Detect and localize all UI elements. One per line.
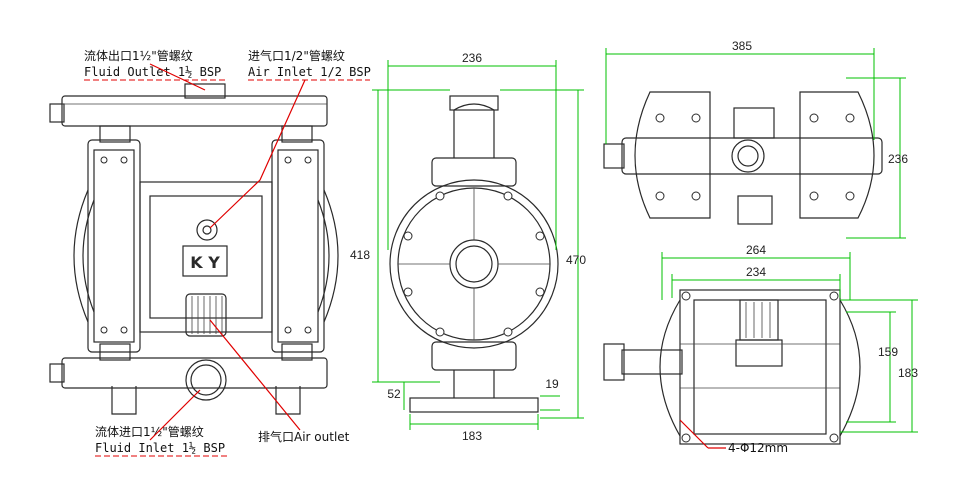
fluid-outlet-en-label: Fluid Outlet 1½ BSP <box>84 65 221 79</box>
dim-side-width: 236 <box>462 51 482 65</box>
dim-top-width: 236 <box>888 152 908 166</box>
dim-top-length: 385 <box>732 39 752 53</box>
callout-mounting-holes: 4-Φ12mm <box>679 419 788 455</box>
base-view-dimensions: 264 234 183 159 <box>661 243 918 433</box>
base-view <box>603 289 861 445</box>
fluid-inlet-cn-label: 流体进口1½"管螺纹 <box>95 424 204 439</box>
side-view <box>389 95 559 413</box>
air-inlet-cn-label: 进气口1/2"管螺纹 <box>248 48 345 63</box>
dim-base-hole-width: 159 <box>878 345 898 359</box>
callout-fluid-inlet: 流体进口1½"管螺纹 Fluid Inlet 1½ BSP <box>95 389 230 457</box>
callout-fluid-outlet: 流体出口1½"管螺纹 Fluid Outlet 1½ BSP <box>84 48 225 91</box>
front-view: K Y <box>49 83 339 415</box>
air-inlet-en-label: Air Inlet 1/2 BSP <box>248 65 371 79</box>
fluid-outlet-cn-label: 流体出口1½"管螺纹 <box>84 48 193 63</box>
mounting-holes-label: 4-Φ12mm <box>728 441 788 455</box>
dim-base-width: 183 <box>898 366 918 380</box>
top-view-dimensions: 385 236 <box>605 39 908 239</box>
dim-side-base-thickness: 19 <box>545 377 559 391</box>
callout-air-inlet: 进气口1/2"管螺纹 Air Inlet 1/2 BSP <box>209 48 371 229</box>
dim-base-length: 264 <box>746 243 766 257</box>
top-view <box>603 91 883 225</box>
air-outlet-label: 排气口Air outlet <box>258 429 350 444</box>
dim-side-total-height: 470 <box>566 253 586 267</box>
callout-air-outlet: 排气口Air outlet <box>209 319 350 444</box>
brand-logo: K Y <box>190 253 220 272</box>
fluid-inlet-en-label: Fluid Inlet 1½ BSP <box>95 441 225 455</box>
dim-base-hole-span: 234 <box>746 265 766 279</box>
dim-side-base-offset: 52 <box>387 387 401 401</box>
side-view-dimensions: 236 418 470 52 19 183 <box>350 51 586 443</box>
dim-side-base-width: 183 <box>462 429 482 443</box>
dim-side-height: 418 <box>350 248 370 262</box>
